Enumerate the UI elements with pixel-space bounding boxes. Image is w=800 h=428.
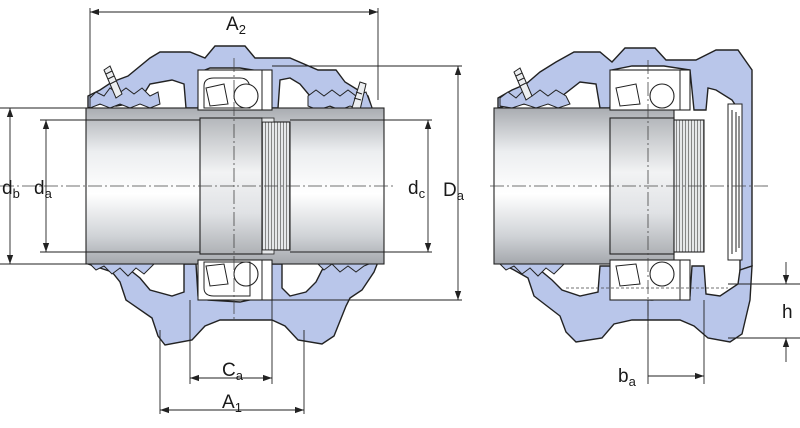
seal-ribs-top-right-view — [499, 89, 571, 109]
label-dc: dc — [408, 178, 426, 201]
bearing-upper-right — [609, 69, 691, 111]
grease-nipple-left-icon — [103, 65, 123, 99]
label-ba: ba — [618, 366, 637, 389]
bearing-lower-right — [609, 259, 691, 301]
label-A2: A2 — [226, 14, 246, 37]
adapter-sleeve-right — [609, 117, 675, 255]
housing-upper-right — [497, 47, 753, 271]
label-h: h — [782, 302, 793, 323]
left-view: A2 db da dc Da Ca A1 — [0, 8, 465, 415]
label-Da: Da — [443, 180, 465, 203]
label-Ca: Ca — [222, 360, 244, 383]
label-db: db — [2, 178, 20, 201]
label-da: da — [34, 178, 53, 201]
end-cover — [727, 103, 743, 261]
grease-nipple-right-view-icon — [513, 67, 533, 101]
label-A1: A1 — [222, 392, 242, 415]
bearing-upper-left — [197, 69, 273, 111]
right-view: h ba — [490, 47, 800, 389]
bearing-lower-left — [197, 259, 273, 301]
